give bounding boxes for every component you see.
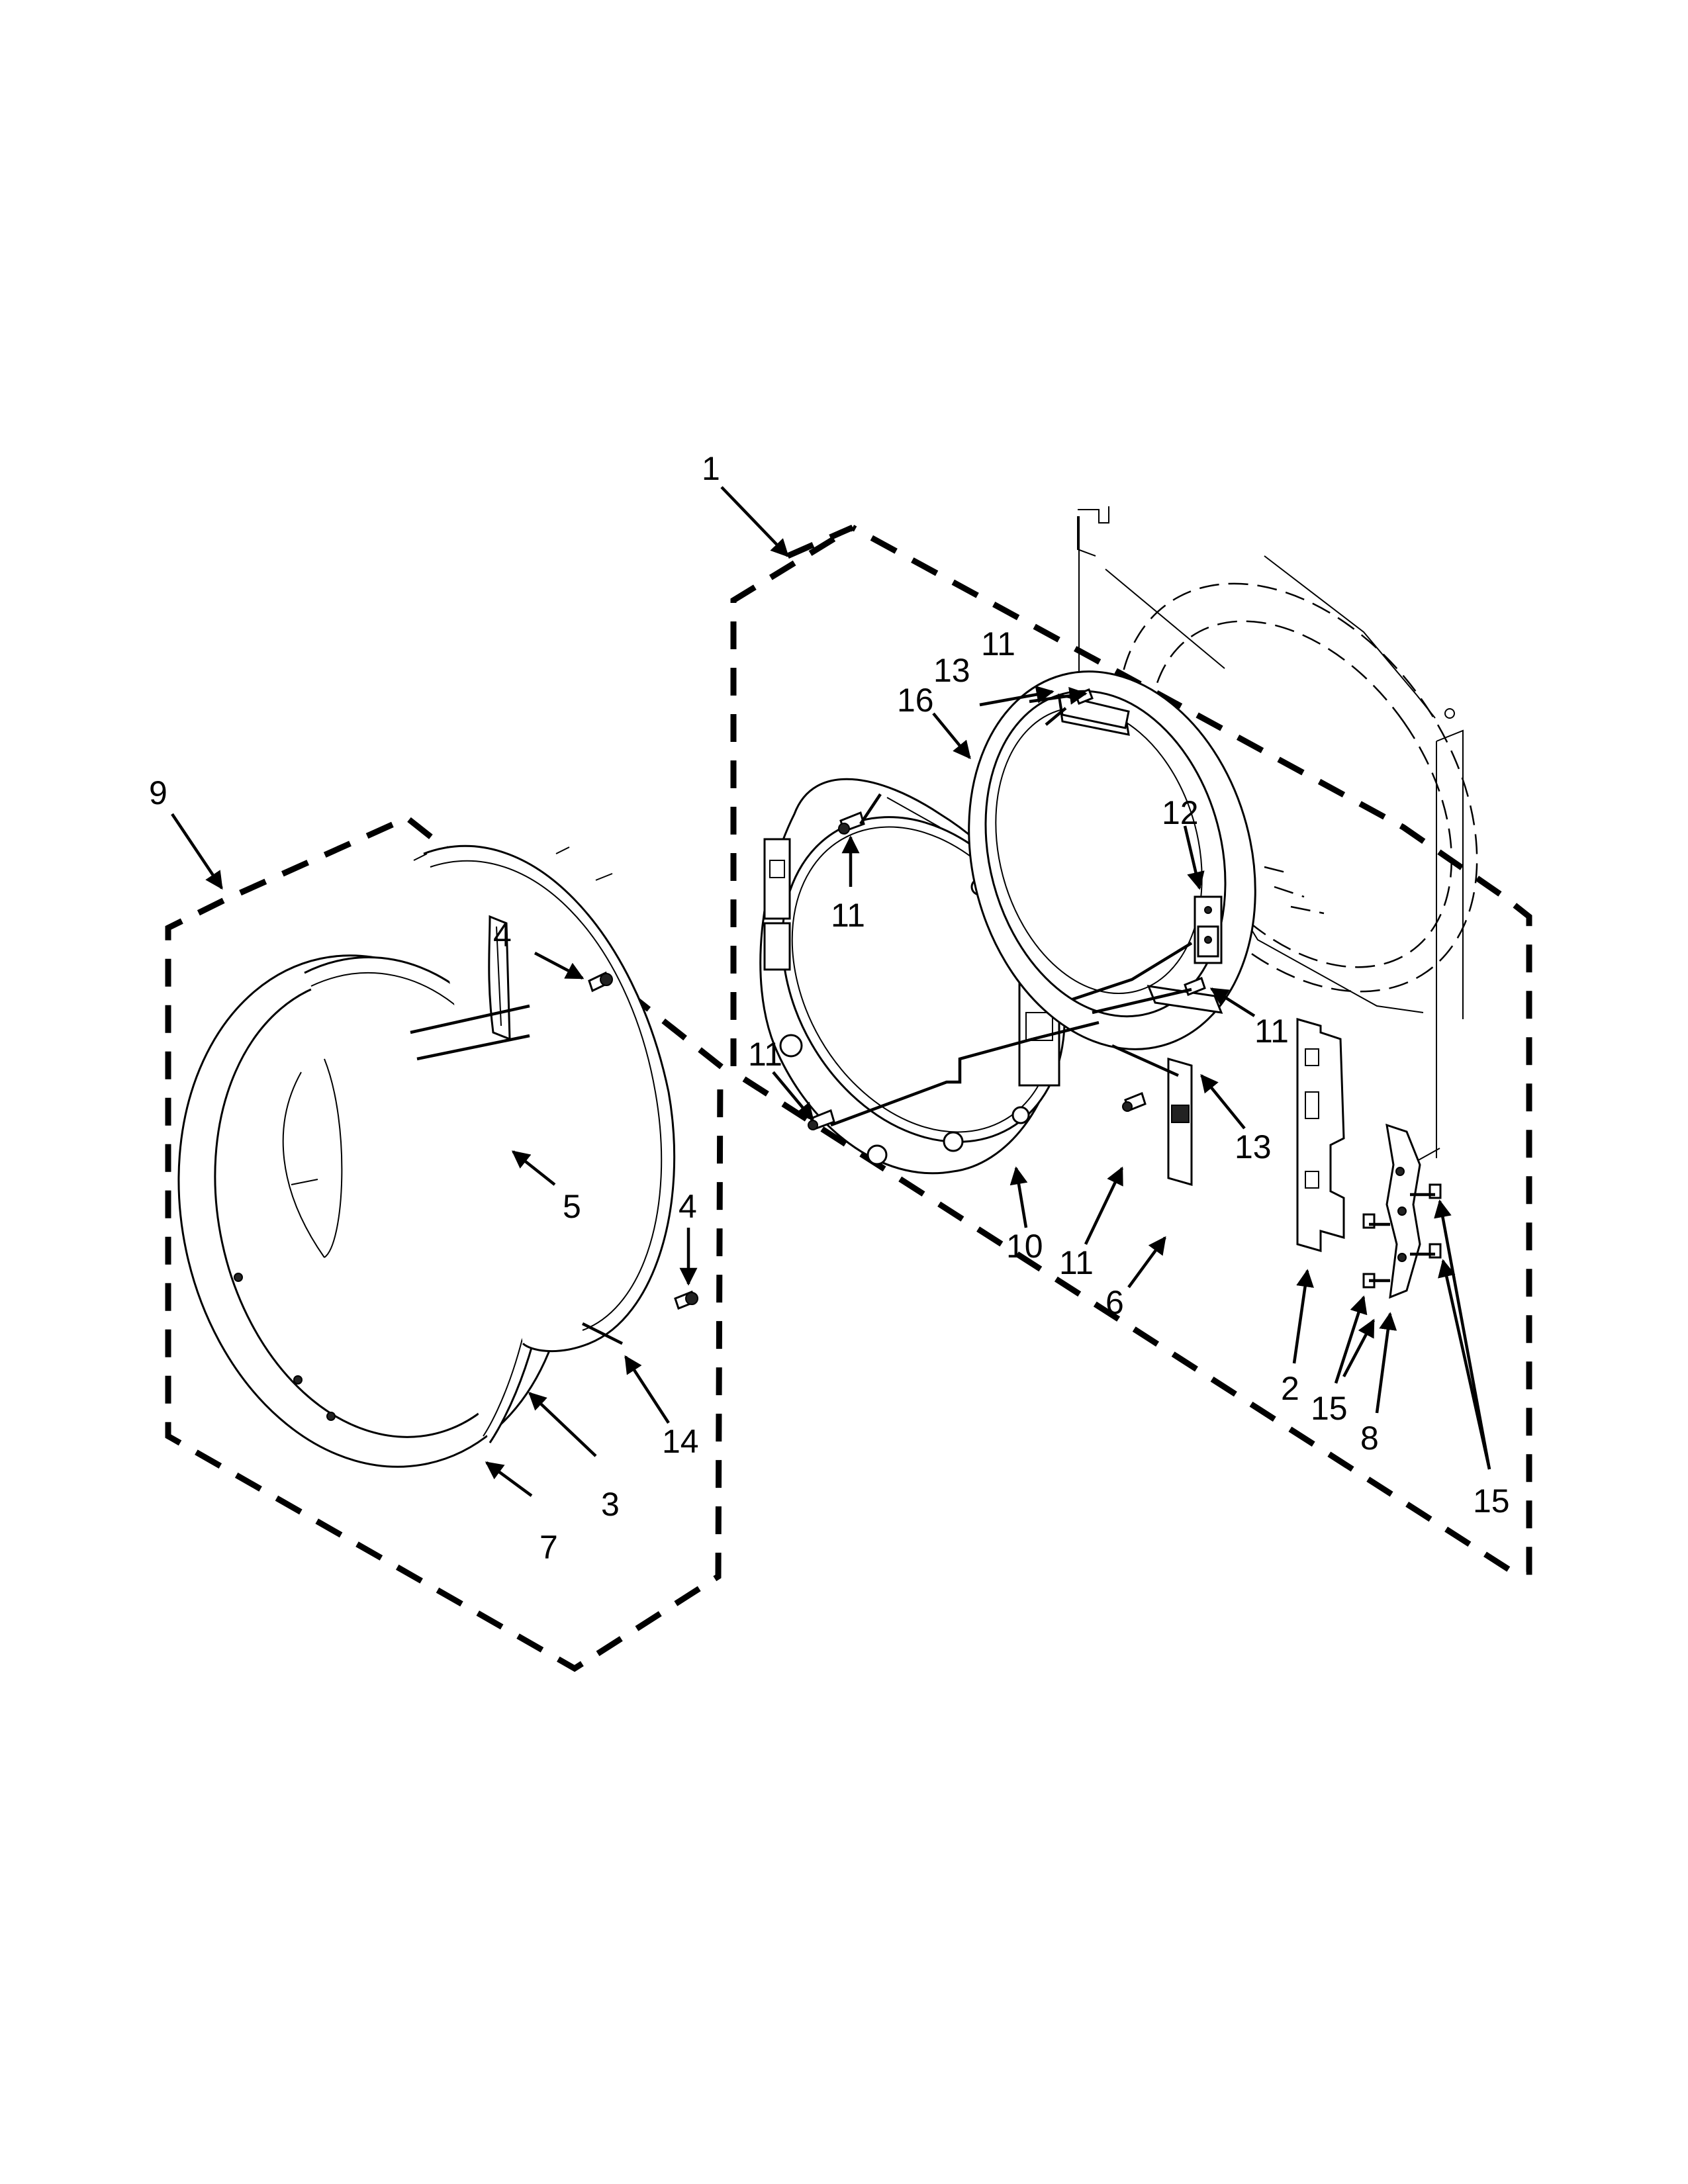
callout-2: 2	[1281, 1370, 1299, 1407]
callout-11-ring: 11	[831, 897, 865, 934]
callout-11-right: 11	[1254, 1013, 1289, 1050]
callout-15-left: 15	[1311, 1390, 1348, 1427]
callout-4-right: 4	[679, 1188, 697, 1225]
callout-7: 7	[539, 1529, 558, 1566]
inner-door-liner-part	[413, 845, 676, 1352]
callout-13-right: 13	[1235, 1128, 1272, 1165]
callout-14: 14	[662, 1423, 699, 1460]
callout-4-top: 4	[493, 917, 512, 954]
callout-6: 6	[1105, 1284, 1124, 1321]
assembly-9-boundary	[165, 814, 724, 1672]
door-assembly-guide-lines	[410, 1004, 624, 1345]
callout-13-top: 13	[933, 652, 970, 689]
door-handle-part	[488, 915, 511, 1041]
callout-11-left: 11	[748, 1036, 782, 1073]
hinge-plate-part	[1194, 895, 1223, 964]
callout-leaders	[171, 486, 1491, 1497]
door-strike-plate-part	[1167, 1058, 1193, 1186]
callout-16: 16	[897, 682, 934, 719]
callout-1: 1	[702, 450, 720, 487]
assembly-guide-lines	[830, 707, 1193, 1127]
callout-15-right: 15	[1473, 1482, 1510, 1520]
lock-bracket-part-2	[1296, 1018, 1345, 1252]
callout-10: 10	[1006, 1228, 1043, 1265]
callout-labels: 1 9 4 4 5 14 3 7 11 13 16 11 12 11 11 13…	[149, 450, 1510, 1566]
callout-3: 3	[601, 1486, 620, 1523]
spacer-part-15	[1362, 1183, 1442, 1289]
callout-9: 9	[149, 774, 167, 811]
callout-8: 8	[1360, 1420, 1379, 1457]
assembly-1-boundary	[730, 524, 1532, 1575]
callout-11-bottom: 11	[1059, 1244, 1094, 1281]
callout-12: 12	[1162, 794, 1199, 831]
callout-11-top: 11	[981, 625, 1015, 662]
callout-5: 5	[563, 1188, 581, 1225]
inner-door-window-part	[968, 670, 1256, 1050]
lock-bracket-part-8	[1385, 1123, 1421, 1299]
screw-part-4	[588, 971, 698, 1310]
